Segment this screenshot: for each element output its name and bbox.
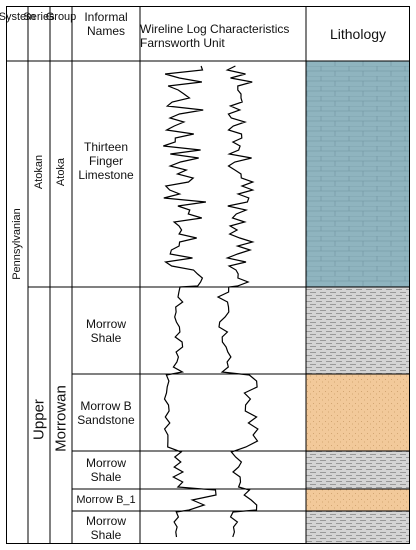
unit-name-morrow-shale-middle: Morrow Shale (85, 456, 126, 484)
header-group: Group (45, 11, 77, 23)
lithology-sandstone (306, 374, 410, 451)
lithology-limestone (306, 61, 410, 287)
column-grid (6, 6, 410, 544)
header-informal-names: Informal Names (84, 10, 128, 38)
group-label-morrowan: Morrowan (52, 385, 70, 452)
unit-name-morrow-b-sandstone: Morrow B Sandstone (77, 398, 135, 427)
wireline-log-curve-left (163, 65, 217, 538)
header-system: System (0, 11, 36, 23)
lithology-shale-middle (306, 451, 410, 489)
unit-name-morrow-b1: Morrow B_1 (76, 494, 136, 506)
series-label-atokan: Atokan (33, 154, 45, 190)
lithology-shale-lower (306, 511, 410, 544)
unit-name-morrow-shale-upper: Morrow Shale (85, 317, 126, 345)
header-lithology: Lithology (329, 25, 387, 42)
series-label-upper: Upper (30, 399, 48, 440)
group-label-atoka: Atoka (55, 157, 67, 187)
header-wireline: Wireline Log Characteristics Farnsworth … (140, 21, 290, 50)
unit-name-morrow-shale-lower: Morrow Shale (85, 514, 126, 542)
lithology-shale-upper (306, 287, 410, 374)
unit-name-thirteen-finger: Thirteen Finger Limestone (78, 140, 134, 182)
lithology-sandstone-b1 (306, 489, 410, 511)
wireline-log-curve-right (216, 65, 259, 538)
header-series: Series (23, 11, 55, 23)
stratigraphic-column: System Series Group Informal Names Wirel… (0, 6, 410, 544)
system-label: Pennsylvanian (11, 208, 23, 280)
